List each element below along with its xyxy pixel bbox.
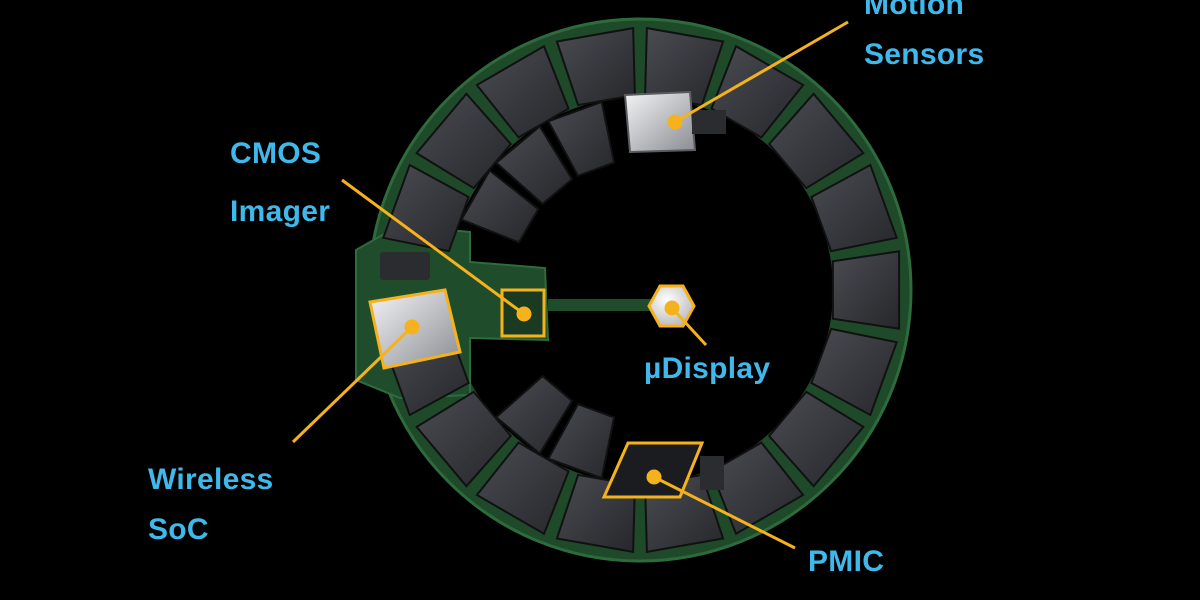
battery-cell	[546, 402, 616, 480]
battery-cell	[555, 26, 636, 107]
battery-cell	[831, 250, 901, 330]
battery-cell	[381, 163, 470, 253]
pmic-chip	[601, 441, 724, 499]
battery-cell	[767, 92, 865, 190]
battery-cell	[494, 374, 574, 456]
motion-sensors-dot	[667, 114, 683, 130]
battery-cell	[810, 327, 899, 417]
battery-cell	[810, 163, 899, 253]
wireless-soc-label: Wireless SoC	[148, 463, 274, 546]
pmic-leader	[653, 475, 796, 550]
motion-sensors-chip	[623, 90, 726, 154]
udisplay-dot	[664, 300, 680, 316]
wireless-soc-leader	[291, 325, 414, 444]
wireless-soc-dot	[404, 319, 420, 335]
pmic-dot	[646, 469, 662, 485]
battery-cell	[459, 168, 540, 244]
pmic-label: PMIC	[808, 545, 885, 578]
battery-cell	[710, 44, 805, 139]
battery-cell	[415, 92, 513, 190]
leader-lines	[291, 20, 849, 550]
cmos-imager-dot	[516, 306, 532, 322]
battery-cell	[475, 44, 570, 139]
battery-cell	[475, 441, 570, 536]
motion-sensors-label: Motion Sensors	[864, 0, 985, 71]
battery-cell	[710, 441, 805, 536]
cmos-imager-leader	[341, 178, 525, 316]
cmos-imager-label: CMOS Imager	[230, 137, 331, 228]
battery-cell	[415, 390, 513, 488]
udisplay-leader	[670, 306, 708, 347]
motion-sensors-leader	[674, 20, 849, 124]
battery-cell	[767, 390, 865, 488]
udisplay-label: µDisplay	[644, 352, 771, 385]
battery-cell	[494, 124, 574, 206]
battery-cells	[381, 26, 901, 554]
battery-cell	[546, 100, 616, 178]
